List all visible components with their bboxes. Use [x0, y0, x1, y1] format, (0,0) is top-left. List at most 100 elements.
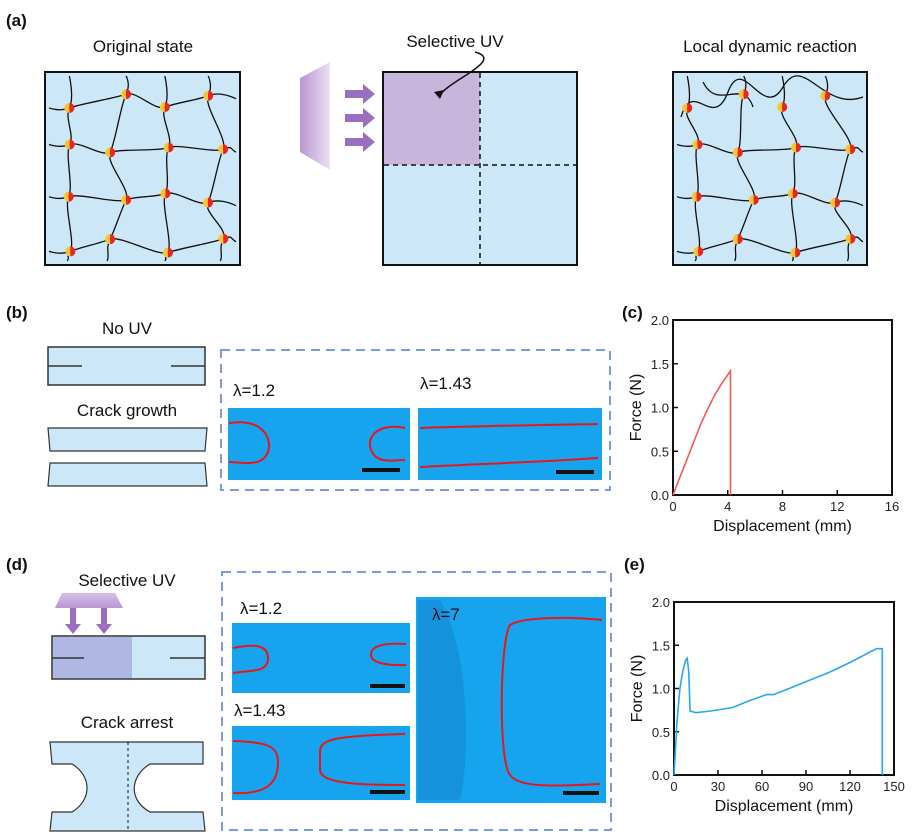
polymer-chain: [702, 81, 754, 108]
uv-arrows-down-icon: [65, 608, 112, 634]
panel-label-e: (e): [624, 555, 645, 574]
scale-bar: [563, 791, 599, 795]
crosslink-node-icon: [162, 247, 173, 258]
selective-uv-title-d: Selective UV: [78, 571, 176, 590]
crosslink-node-icon: [820, 90, 831, 101]
crack-growth-title: Crack growth: [77, 401, 177, 420]
panel-d: (d) Selective UV Crack arrest λ=1.2 λ=1.…: [6, 555, 612, 832]
selective-uv-title: Selective UV: [406, 32, 504, 51]
series-line: [673, 647, 884, 776]
lambda-label-d1: λ=1.2: [240, 599, 282, 618]
panel-a: (a) Original state Selective UV Local dy…: [6, 11, 868, 266]
crosslink-node-icon: [121, 194, 132, 205]
photo-b-lambda-1-43: [418, 408, 602, 480]
x-tick-label: 16: [885, 499, 899, 514]
lambda-label-d3: λ=7: [432, 605, 460, 624]
crosslink-node-icon: [738, 89, 749, 100]
crosslink-node-icon: [160, 188, 171, 199]
crack-outline: [368, 425, 406, 462]
lambda-label-b2: λ=1.43: [420, 374, 472, 393]
polymer-network-reacted: [676, 75, 864, 262]
panel-label-c: (c): [622, 303, 643, 322]
uv-arrows-icon: [345, 84, 375, 152]
local-reaction-box: [672, 71, 868, 266]
uv-irradiated-quadrant: [384, 73, 480, 165]
plot-area: [673, 601, 895, 776]
crosslink-node-icon: [790, 142, 801, 153]
photo-frame-b: [220, 349, 611, 491]
crosslink-node-icon: [163, 142, 174, 153]
x-tick-label: 120: [839, 779, 861, 794]
crosslink-node-icon: [830, 197, 841, 208]
x-tick-label: 60: [755, 779, 769, 794]
uv-lamp-icon: [300, 62, 330, 170]
crosslink-node-icon: [63, 191, 74, 202]
polymer-network-original: [48, 75, 237, 262]
photo-frame-d: [221, 571, 612, 831]
y-tick-label: 0.5: [652, 725, 670, 740]
series-line: [672, 368, 732, 496]
crosslink-node-icon: [693, 246, 704, 257]
x-tick-label: 0: [669, 499, 676, 514]
crosslink-node-icon: [218, 144, 229, 155]
crosslink-node-icon: [682, 102, 693, 113]
lambda-label-b1: λ=1.2: [233, 381, 275, 400]
scale-bar: [362, 468, 400, 472]
y-axis-label: Force (N): [628, 374, 645, 442]
crack-outline: [419, 423, 599, 429]
scale-bar: [370, 684, 405, 688]
crack-outline: [228, 421, 270, 465]
local-dynamic-reaction-title: Local dynamic reaction: [683, 37, 857, 56]
crosslink-node-icon: [65, 246, 76, 257]
x-tick-label: 0: [670, 779, 677, 794]
panel-label-d: (d): [6, 555, 28, 574]
x-tick-label: 30: [711, 779, 725, 794]
crack-outline: [419, 457, 599, 468]
crosslink-node-icon: [790, 247, 801, 258]
crosslink-node-icon: [121, 89, 132, 100]
crosslink-node-icon: [105, 234, 116, 245]
crosslink-node-icon: [777, 102, 788, 113]
x-tick-label: 90: [799, 779, 813, 794]
original-state-title: Original state: [93, 37, 193, 56]
crosslink-node-icon: [732, 234, 743, 245]
uv-lamp-icon: [55, 593, 123, 608]
y-tick-label: 2.0: [651, 313, 669, 328]
x-tick-label: 4: [724, 499, 731, 514]
pointer-arrow-icon: [439, 51, 485, 96]
scale-bar: [556, 470, 594, 474]
scale-bar: [370, 790, 405, 794]
y-tick-label: 2.0: [652, 595, 670, 610]
panel-label-b: (b): [6, 303, 28, 322]
y-tick-label: 1.5: [652, 638, 670, 653]
crosslink-node-icon: [845, 233, 856, 244]
crosslink-node-icon: [202, 197, 213, 208]
broken-strip-bottom: [47, 462, 208, 487]
crosslink-node-icon: [691, 191, 702, 202]
y-tick-label: 0.0: [652, 768, 670, 783]
crosslink-node-icon: [692, 139, 703, 150]
crosslink-node-icon: [203, 90, 214, 101]
crosslink-node-icon: [64, 102, 75, 113]
plot-area: [672, 319, 893, 496]
photo-d-lambda-1-2: [232, 623, 410, 693]
original-network-box: [44, 71, 241, 266]
y-tick-label: 0.5: [651, 444, 669, 459]
x-tick-label: 8: [779, 499, 786, 514]
x-axis-label: Displacement (mm): [715, 798, 854, 815]
crack-outline: [500, 616, 603, 787]
broken-strip-top: [47, 427, 208, 452]
crack-arrest-title: Crack arrest: [81, 713, 174, 732]
crosslink-node-icon: [64, 139, 75, 150]
panel-label-a: (a): [6, 11, 27, 30]
crosslink-node-icon: [105, 147, 116, 158]
x-tick-label: 12: [830, 499, 844, 514]
x-axis-label: Displacement (mm): [713, 518, 852, 535]
y-tick-label: 0.0: [651, 488, 669, 503]
panel-b: (b) No UV Crack growth λ=1.2 λ=1.43: [6, 303, 611, 491]
